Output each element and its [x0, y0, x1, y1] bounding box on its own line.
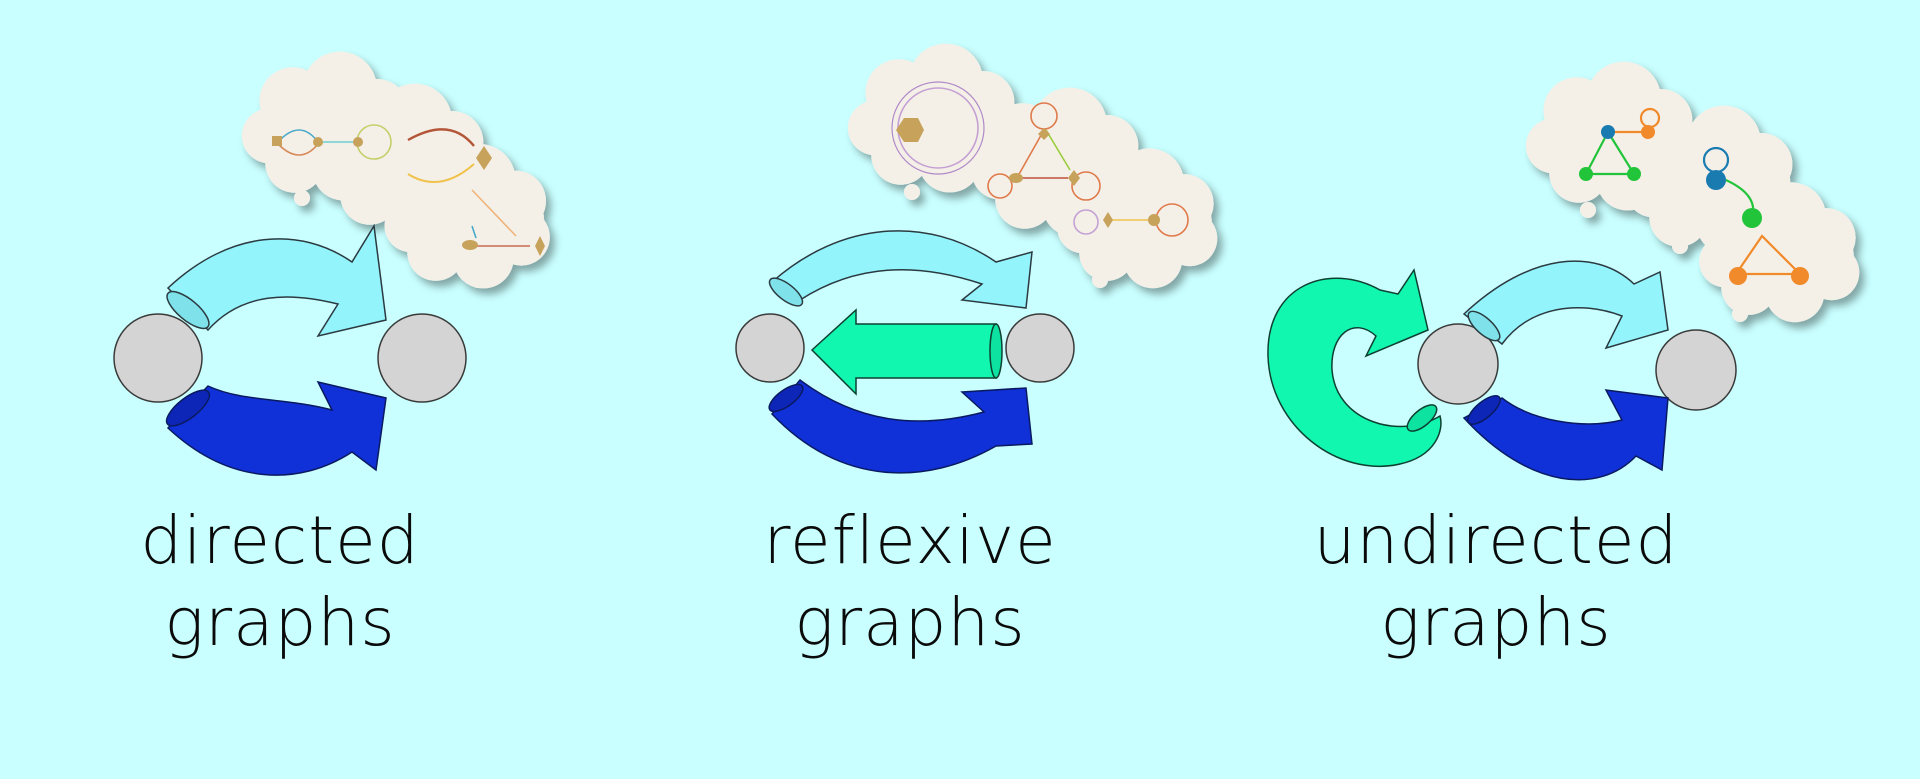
caption-directed: directed graphs: [70, 500, 490, 664]
curved-arrow-dark-icon: [768, 378, 1033, 474]
caption-line: undirected: [1313, 502, 1679, 579]
caption-line: graphs: [794, 584, 1026, 661]
straight-arrow-green-icon: [810, 308, 1003, 396]
circle-node-icon: [377, 313, 467, 403]
caption-line: reflexive: [763, 502, 1057, 579]
curved-arrow-dark-icon: [165, 380, 387, 476]
panel-undirected: [1267, 61, 1860, 481]
mini-graph-nodes: [272, 136, 545, 256]
caption-reflexive: reflexive graphs: [700, 500, 1120, 664]
circle-node-icon: [1417, 323, 1499, 405]
circle-node-icon: [1005, 313, 1075, 383]
circle-node-icon: [1655, 329, 1737, 411]
curved-arrow-light-icon: [768, 230, 1033, 309]
circle-node-icon: [735, 313, 805, 383]
caption-line: directed: [140, 502, 420, 579]
thought-cloud-icon: [1525, 61, 1860, 323]
mini-graph-nodes: [896, 118, 1160, 228]
caption-line: graphs: [1380, 584, 1612, 661]
caption-line: graphs: [164, 584, 396, 661]
curved-arrow-light-icon: [1462, 260, 1669, 350]
curved-arrow-light-icon: [166, 223, 387, 338]
panel-reflexive: [735, 43, 1218, 474]
circle-node-icon: [113, 313, 203, 403]
panel-directed: [113, 51, 550, 476]
thought-cloud-icon: [847, 43, 1218, 289]
mini-graph-nodes: [1579, 125, 1809, 285]
thought-cloud-icon: [241, 51, 550, 289]
loop-arrow-icon: [1267, 268, 1442, 467]
caption-undirected: undirected graphs: [1286, 500, 1706, 664]
curved-arrow-dark-icon: [1462, 389, 1669, 481]
